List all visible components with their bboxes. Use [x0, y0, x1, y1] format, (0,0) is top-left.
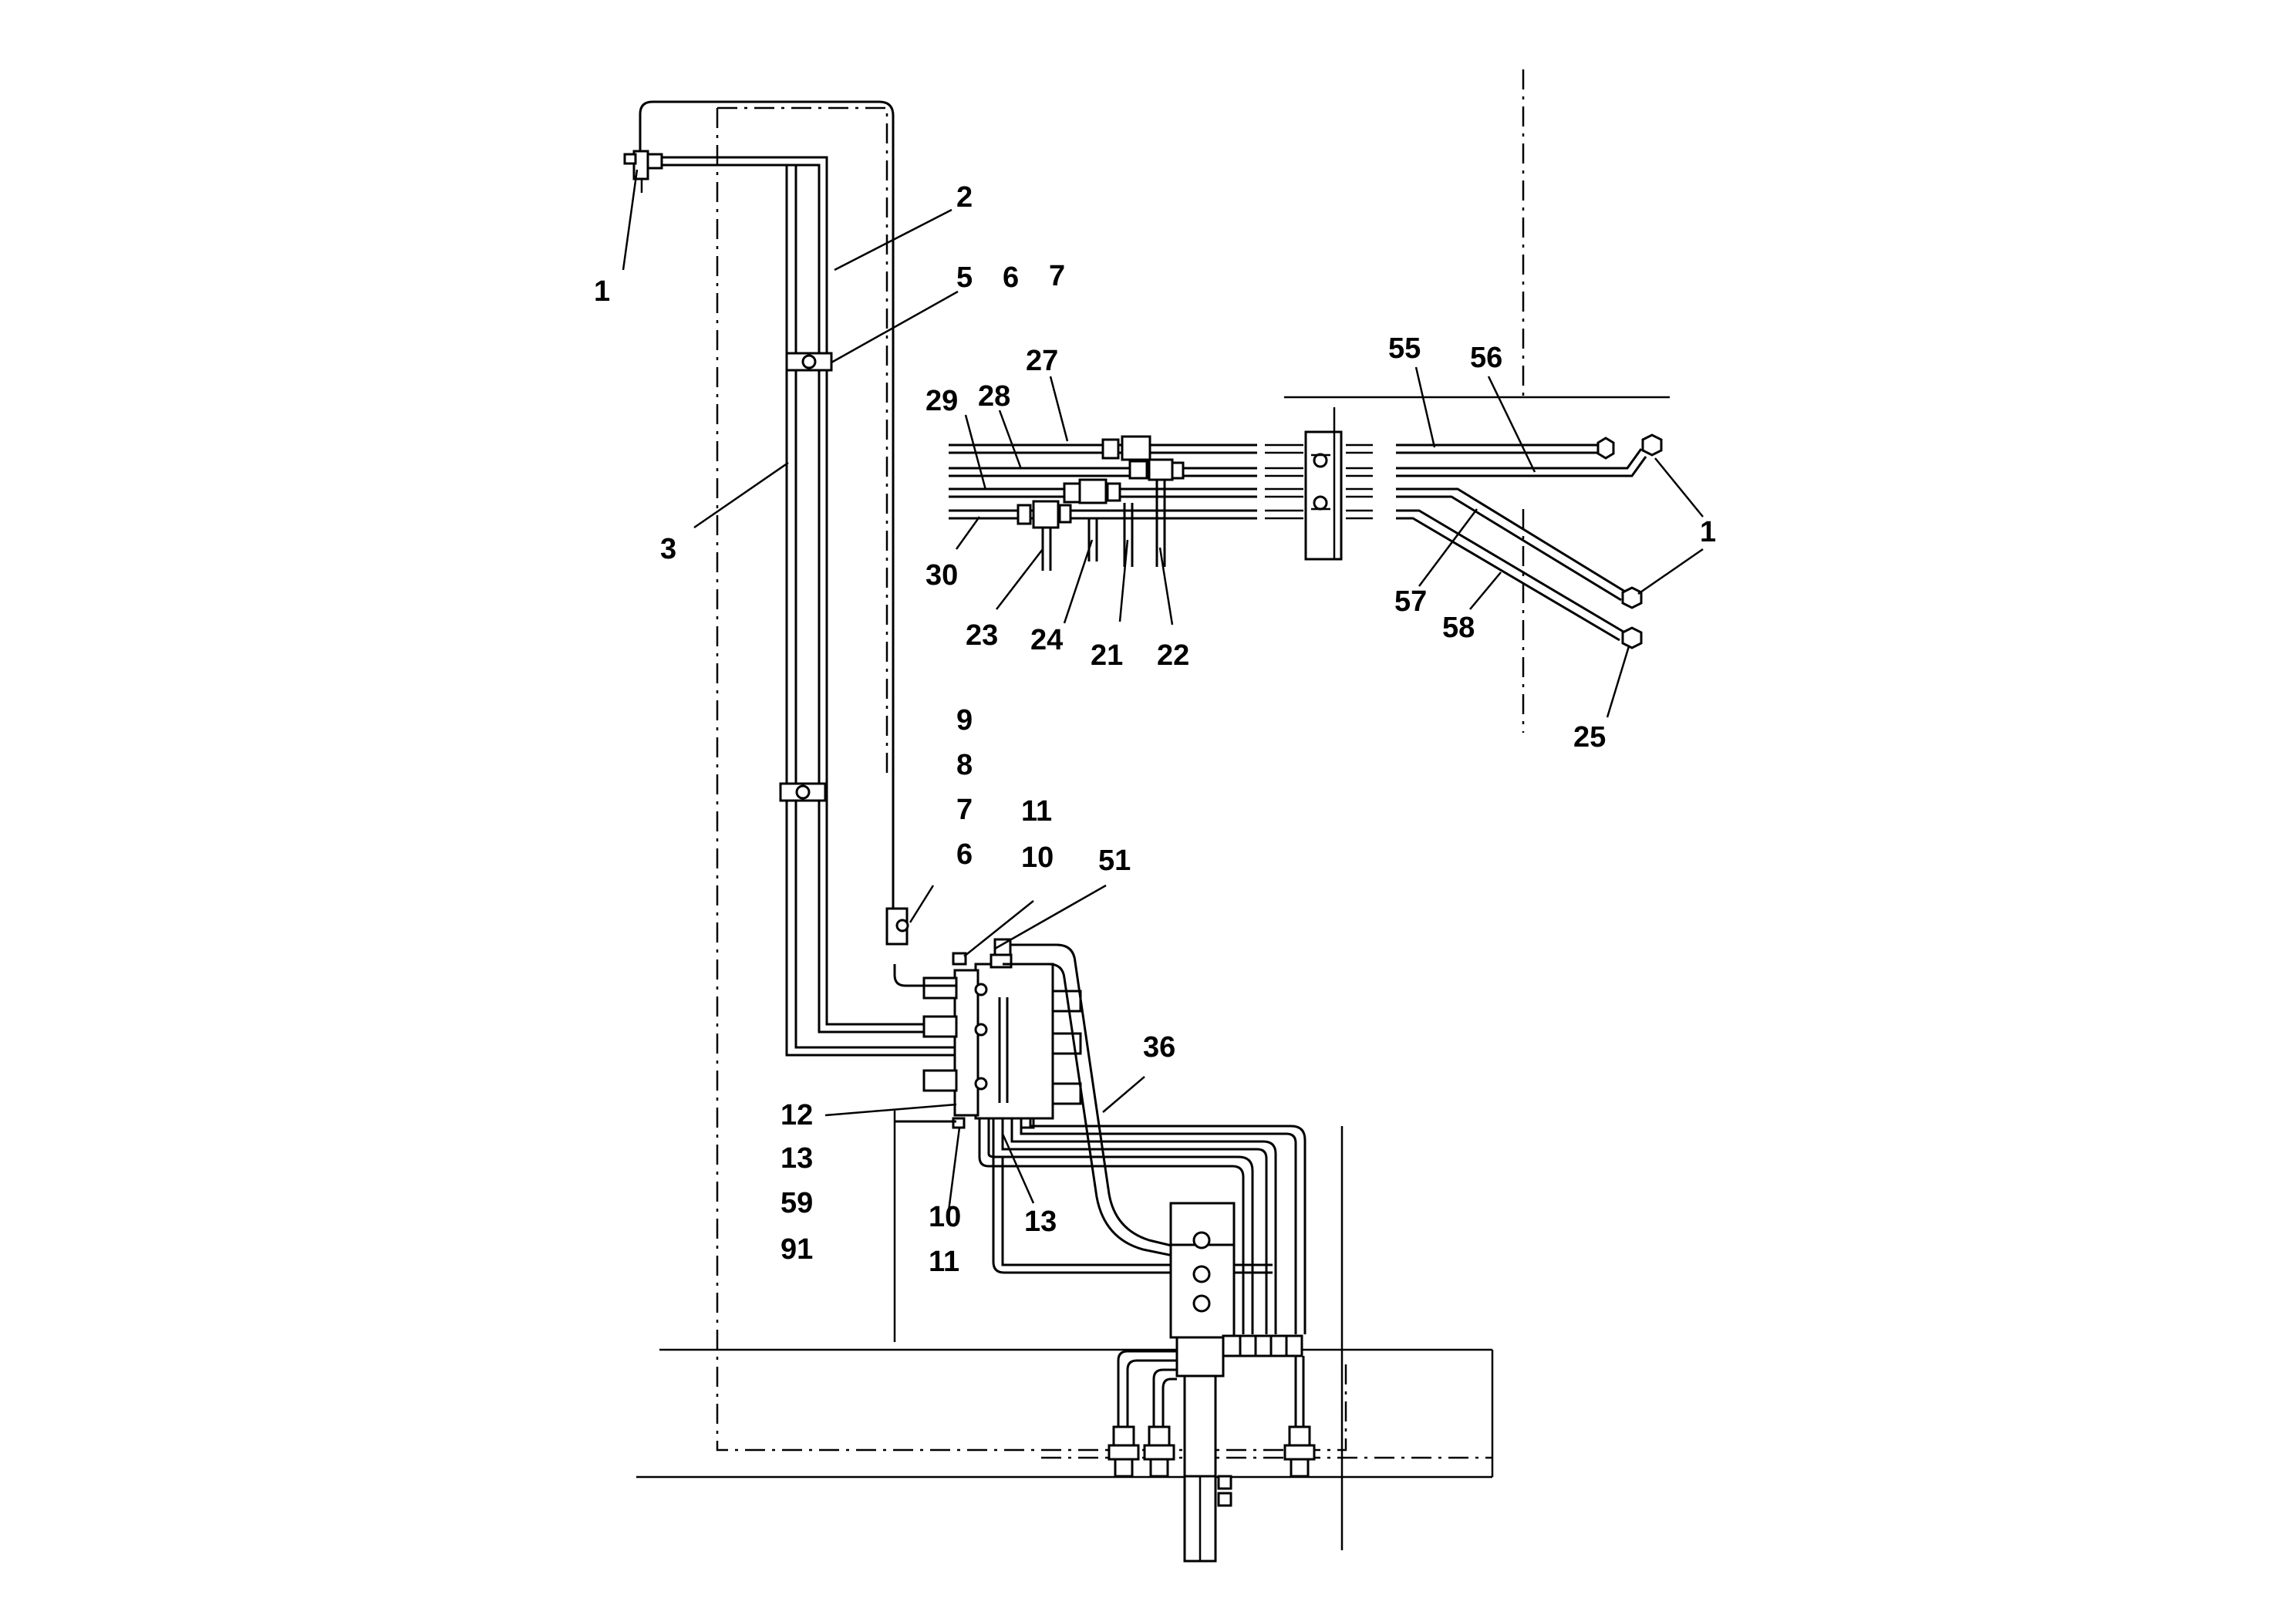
callout-59: 59 — [781, 1187, 813, 1219]
hex-nut-55 — [1596, 437, 1615, 460]
callout-2: 2 — [956, 181, 973, 214]
hex-nut-56 — [1641, 433, 1663, 457]
callout-24: 24 — [1030, 624, 1063, 656]
callout-1-right: 1 — [1700, 516, 1716, 548]
callout-11-top: 11 — [1021, 795, 1052, 828]
callout-13-right: 13 — [1024, 1206, 1057, 1238]
leader-lines — [622, 169, 1704, 1212]
lower-pipe-bundle — [893, 964, 1306, 1334]
callout-10-bottom: 10 — [929, 1201, 961, 1233]
callout-27: 27 — [1026, 345, 1058, 377]
callout-9: 9 — [956, 704, 973, 737]
callout-36: 36 — [1143, 1031, 1175, 1064]
main-pipe — [623, 100, 972, 1057]
callout-11-bottom: 11 — [929, 1246, 959, 1278]
pipe-clamp-lower — [779, 782, 827, 802]
callout-7-mid: 7 — [956, 794, 973, 826]
callout-13-left: 13 — [781, 1142, 813, 1175]
callout-1-top: 1 — [594, 275, 610, 308]
valve-block — [922, 952, 1082, 1129]
pipe-clamp-upper — [785, 352, 833, 372]
callout-22: 22 — [1157, 639, 1189, 672]
callout-5: 5 — [956, 261, 973, 294]
callout-56: 56 — [1470, 342, 1502, 374]
callout-25: 25 — [1573, 721, 1606, 754]
callout-6-top: 6 — [1003, 261, 1019, 294]
callout-23: 23 — [966, 619, 998, 652]
callout-10-top: 10 — [1021, 841, 1054, 874]
hex-nut-57 — [1621, 586, 1643, 609]
callout-30: 30 — [925, 559, 958, 592]
upper-pipe-group — [949, 407, 1343, 571]
callout-6-mid: 6 — [956, 838, 973, 871]
right-pipe-group — [1346, 433, 1663, 649]
callout-labels: 1 2 5 6 7 3 27 28 29 30 23 24 21 22 55 5… — [594, 181, 1716, 1278]
hex-nut-58 — [1621, 626, 1643, 649]
callout-29: 29 — [925, 385, 958, 417]
callout-7-top: 7 — [1049, 260, 1065, 292]
bulkhead-plate — [1304, 430, 1343, 561]
hose-36 — [993, 938, 1188, 1260]
lower-manifold — [1169, 1202, 1303, 1563]
frame-lines — [636, 69, 1670, 1550]
callout-28: 28 — [978, 380, 1010, 413]
callout-51: 51 — [1098, 845, 1131, 877]
callout-8: 8 — [956, 749, 973, 781]
callout-21: 21 — [1091, 639, 1123, 672]
callout-55: 55 — [1388, 332, 1421, 365]
callout-3: 3 — [660, 533, 676, 565]
callout-91: 91 — [781, 1233, 813, 1266]
callout-58: 58 — [1442, 612, 1475, 644]
bottom-drop-pipes — [1108, 1350, 1316, 1478]
callout-57: 57 — [1394, 585, 1427, 618]
callout-12: 12 — [781, 1099, 813, 1131]
